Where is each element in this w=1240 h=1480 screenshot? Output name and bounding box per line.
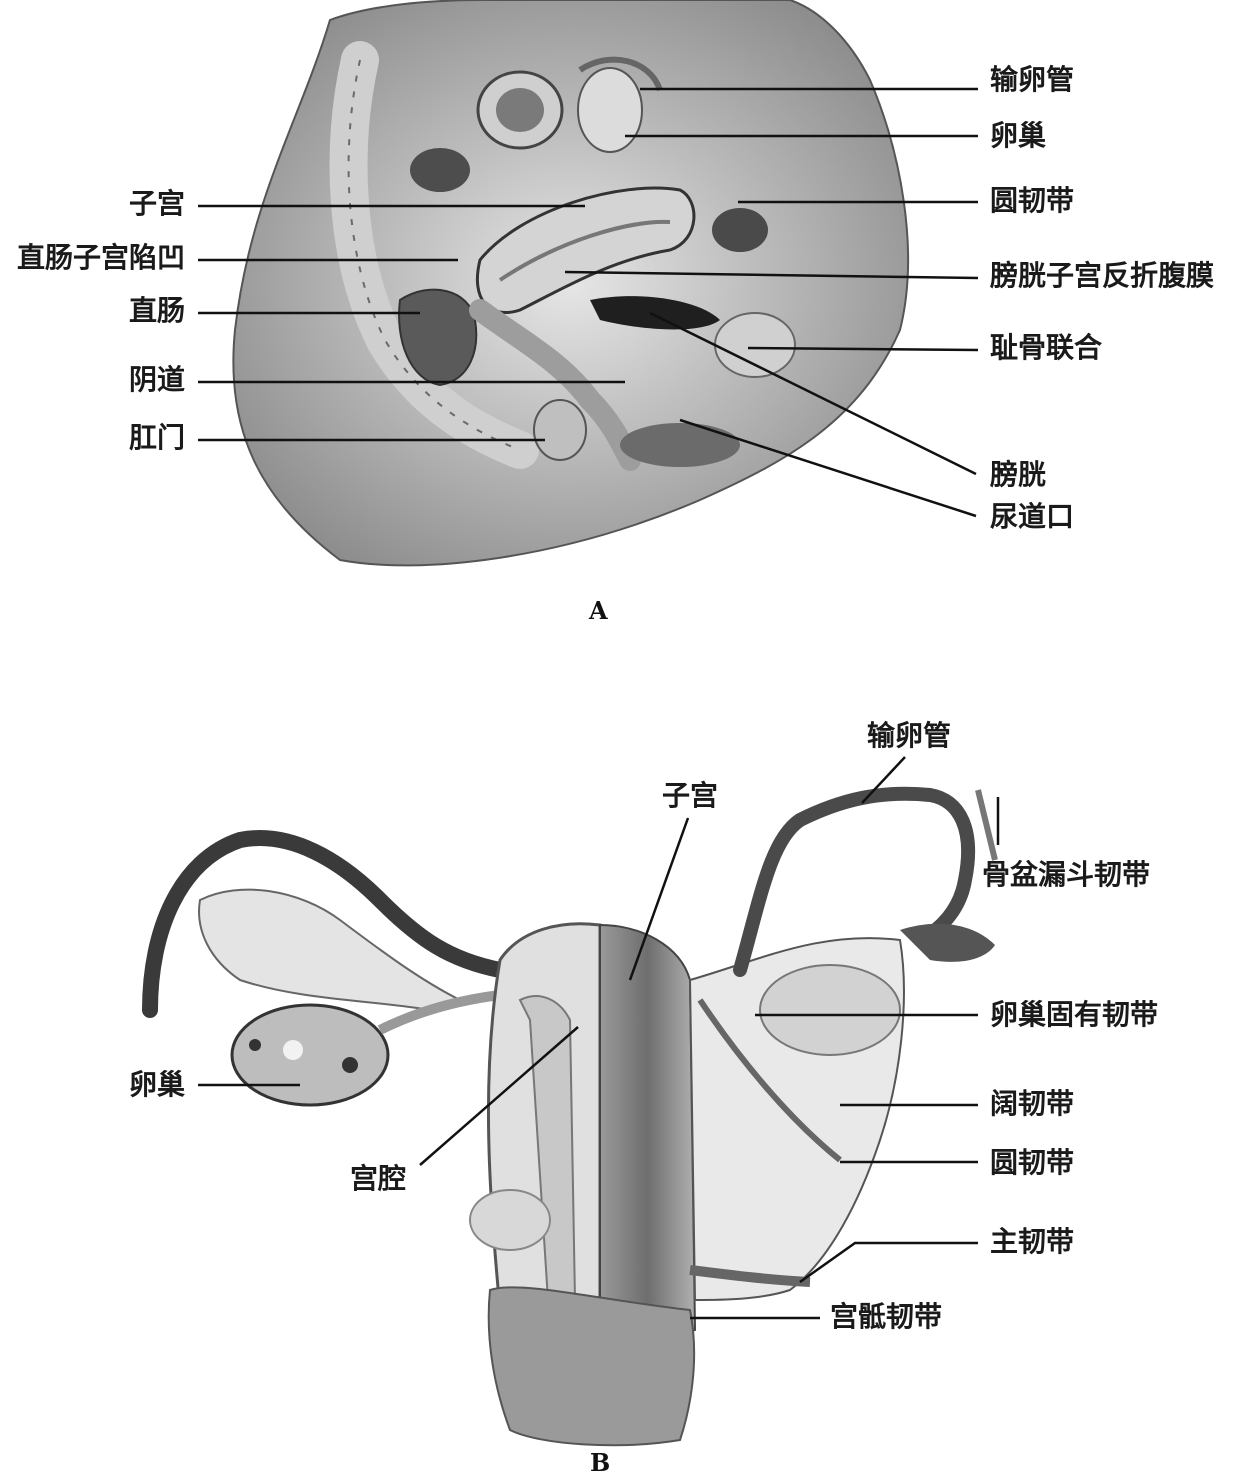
label-uterine-cavity: 宫腔 (350, 1162, 407, 1195)
leader-vesicouterine-fold (564, 270, 979, 280)
leader-bladder (649, 311, 977, 476)
label-rectum: 直肠 (128, 294, 185, 327)
leader-oviduct-b (861, 756, 906, 804)
right-oviduct-shape (733, 786, 976, 977)
right-round-ligament-cord (697, 998, 842, 1163)
panel-a-leader-lines (198, 87, 979, 518)
uterus-right-half (599, 923, 697, 1343)
right-fimbria (900, 923, 995, 962)
label-infundibulopelvic: 骨盆漏斗韧带 (982, 858, 1151, 891)
pubic-symphysis-shape (714, 312, 796, 378)
oviduct-shape-a (578, 56, 663, 92)
panel-b-illustration (142, 786, 998, 1447)
follicle-dark (249, 1039, 261, 1051)
leader-urethral-orifice (679, 418, 977, 518)
label-pubic-symphysis: 耻骨联合 (990, 331, 1103, 364)
left-ovary-shape (230, 1003, 390, 1107)
left-oviduct-shape (142, 830, 508, 1018)
label-oviduct-a: 输卵管 (990, 63, 1075, 96)
label-uterus-a: 子宫 (128, 187, 185, 220)
round-ligament-knob (712, 208, 768, 252)
cardinal-ligament-cord (689, 1265, 811, 1287)
label-round-ligament-a: 圆韧带 (990, 184, 1075, 217)
caption-a: A (589, 596, 608, 625)
label-ovarian-ligament: 卵巢固有韧带 (990, 998, 1159, 1031)
vagina-shape (469, 299, 641, 471)
bladder-shape (590, 296, 720, 330)
label-vesicouterine-fold: 膀胱子宫反折腹膜 (990, 259, 1215, 292)
perineum-shape (620, 423, 740, 467)
ovary-shape-a (577, 67, 643, 153)
vertebra-marks (347, 59, 521, 451)
leader-uterus-b (628, 817, 690, 981)
uterus-shape-a (475, 186, 696, 315)
panel-a-illustration (232, 0, 910, 567)
left-parametrium-tissue (469, 1189, 551, 1251)
panel-b-leader-lines (198, 756, 1000, 1320)
uterine-cavity-line-a (498, 219, 671, 282)
label-anus: 肛门 (128, 421, 185, 454)
cervix-vagina-shape (487, 1286, 696, 1447)
label-uterus-b: 子宫 (662, 779, 719, 812)
label-bladder: 膀胱 (990, 458, 1047, 491)
label-ovary-a: 卵巢 (990, 119, 1047, 152)
bowel-lumen (496, 88, 544, 132)
left-mesosalpinx (198, 888, 463, 1012)
right-ovary-shape (759, 964, 901, 1056)
anus-shape (533, 399, 587, 461)
label-oviduct-b: 输卵管 (867, 719, 952, 752)
follicle (283, 1040, 303, 1060)
label-cardinal-ligament: 主韧带 (990, 1225, 1075, 1258)
label-rectouterine-pouch: 直肠子宫陷凹 (16, 241, 185, 274)
leader-pubic-symphysis (747, 346, 979, 352)
label-urethral-orifice: 尿道口 (990, 500, 1075, 533)
leader-uterine-cavity (419, 1026, 579, 1166)
label-uterosacral-ligament: 宫骶韧带 (830, 1300, 943, 1333)
caption-b: B (590, 1448, 611, 1477)
follicle-dark (342, 1057, 358, 1073)
infundibulopelvic-band (975, 789, 998, 861)
leader-cardinal-ligament (799, 1241, 978, 1284)
label-vagina: 阴道 (128, 363, 185, 396)
label-round-ligament-b: 圆韧带 (990, 1146, 1075, 1179)
left-ovarian-ligament (377, 990, 501, 1035)
bowel-dark (410, 148, 470, 192)
label-broad-ligament: 阔韧带 (990, 1087, 1075, 1120)
label-ovary-b: 卵巢 (128, 1068, 185, 1101)
